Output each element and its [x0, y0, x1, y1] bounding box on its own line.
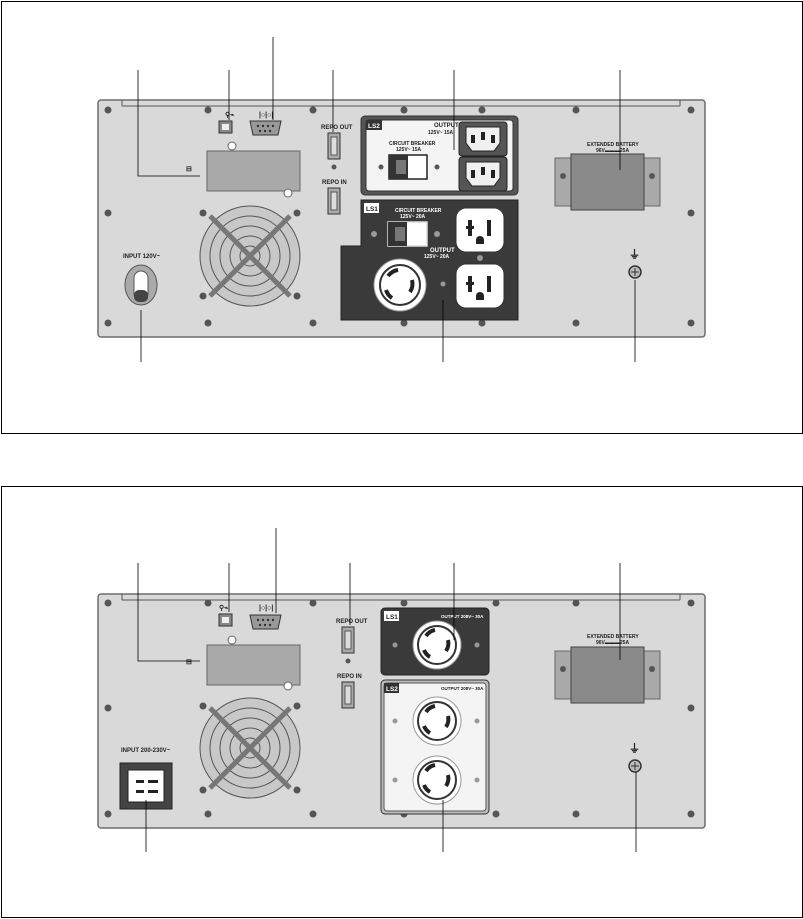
ls1-label: LS1 — [366, 206, 378, 213]
input-power-cord — [124, 264, 158, 306]
ls2-breaker-label: CIRCUIT BREAKER — [389, 141, 436, 147]
ls1-breaker-rating: 125V~ 20A — [400, 214, 426, 220]
ls1-twistlock-outlet[interactable] — [373, 258, 427, 312]
ebm-connector[interactable] — [554, 153, 661, 211]
repo-out-label: REPO OUT — [336, 619, 368, 625]
svg-text:⊟: ⊟ — [186, 659, 192, 666]
screw-icon — [104, 106, 695, 327]
repo-in-label: REPO IN — [322, 180, 347, 186]
serial-port-icon — [256, 124, 275, 133]
ls2-output-rating: 125V~ 15A — [428, 130, 454, 136]
screw-icon — [104, 599, 695, 818]
ls1-nema-outlet-2[interactable] — [455, 263, 505, 309]
ls1-label: LS1 — [386, 614, 398, 621]
ls1-output-rating: 125V~ 20A — [424, 254, 450, 260]
usb-port[interactable]: ⚲⌁ — [218, 111, 234, 134]
ls1-load-segment: LS1 OUTPUT 208V~ 30A — [380, 607, 490, 676]
ls2-label: LS2 — [386, 686, 398, 693]
ls1-breaker-label: CIRCUIT BREAKER — [395, 208, 442, 214]
ebm-rating: 96V▬▬▬25A — [596, 148, 629, 154]
ls1-output-label: OUTPUT — [430, 248, 455, 254]
ebm-label: EXTENDED BATTERY — [587, 634, 639, 640]
ls2-load-segment: LS2 OUTPUT 125V~ 15A CIRCUIT BREAKER 125… — [360, 115, 519, 196]
communication-bay — [206, 150, 301, 192]
rs232-port-label: |○|○| — [259, 605, 273, 612]
usb-icon: ⚲⌁ — [225, 111, 234, 119]
rs232-port[interactable]: |○|○| — [249, 605, 282, 630]
ls1-twistlock-outlet[interactable] — [412, 620, 462, 670]
ground-screw[interactable] — [628, 759, 642, 773]
ls1-load-segment: LS1 CIRCUIT BREAKER 125V~ 20A OUTPUT 125… — [340, 199, 519, 321]
rs232-port[interactable]: |○|○| — [249, 112, 282, 136]
ebm-connector[interactable] — [554, 646, 661, 704]
usb-port[interactable]: ⚲⌁ — [218, 604, 233, 627]
ls2-label: LS2 — [368, 123, 380, 130]
ls2-output-label: OUTPUT — [434, 123, 459, 129]
usb-icon: ⚲⌁ — [219, 604, 228, 612]
callout-leaders-top — [137, 37, 636, 362]
fan-grille-icon — [199, 205, 301, 307]
ebm-rating: 96V▬▬▬25A — [596, 640, 629, 646]
ls1-nema-outlet-1[interactable] — [455, 207, 505, 253]
callout-leaders-bottom — [137, 528, 637, 852]
ls2-output-label: OUTPUT 208V~ 30A — [441, 686, 484, 691]
ground-icon: ⏚ — [629, 742, 640, 755]
svg-text:⊟: ⊟ — [186, 166, 192, 173]
input-label: INPUT 120V~ — [123, 254, 161, 260]
ls2-outlet-2[interactable] — [458, 156, 508, 192]
ls2-load-segment: LS2 OUTPUT 208V~ 30A — [380, 679, 490, 815]
ls1-output-label: OUTPUT 208V~ 30A — [441, 614, 484, 619]
ground-icon: ⏚ — [629, 248, 640, 261]
input-iec-connector[interactable] — [119, 762, 173, 810]
serial-port-icon — [256, 618, 275, 627]
ls2-outlet-1[interactable] — [458, 121, 508, 157]
communication-bay — [206, 644, 301, 686]
ground-screw[interactable] — [628, 265, 642, 279]
ls2-twistlock-outlet-2[interactable] — [412, 755, 462, 805]
input-label: INPUT 200-230V~ — [121, 748, 171, 754]
ls2-twistlock-outlet-1[interactable] — [412, 696, 462, 746]
repo-in-label: REPO IN — [337, 674, 362, 680]
rs232-port-label: |○|○| — [259, 112, 273, 119]
fan-grille-icon — [199, 697, 301, 799]
repo-out-label: REPO OUT — [321, 125, 353, 131]
ebm-label: EXTENDED BATTERY — [587, 142, 639, 148]
ls2-breaker-rating: 125V~ 15A — [396, 147, 422, 153]
